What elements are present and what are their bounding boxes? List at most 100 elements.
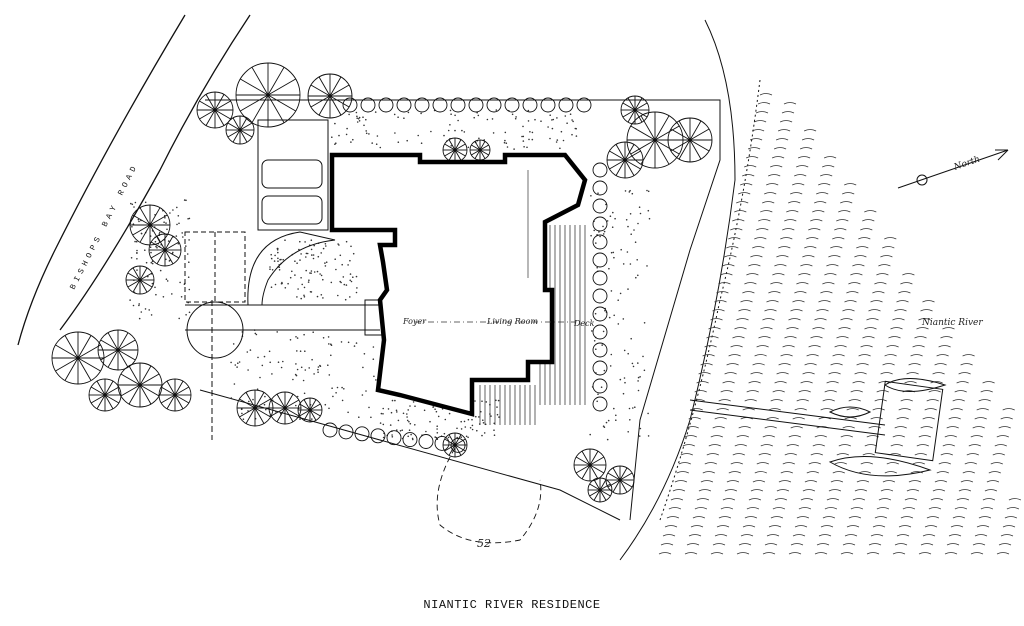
gravel-dot (560, 130, 563, 133)
entry-walk (185, 304, 380, 331)
tree-branch (149, 207, 161, 226)
gravel-dot (408, 420, 410, 423)
gravel-dot (140, 311, 143, 313)
gravel-dot (627, 352, 629, 355)
tree-branch (448, 434, 456, 446)
tree-branch (619, 472, 633, 481)
gravel-dot (136, 258, 138, 260)
shrub (338, 424, 354, 440)
gravel-dot (555, 141, 558, 143)
tree-branch (448, 139, 456, 151)
gravel-dot (310, 272, 312, 275)
gravel-dot (162, 296, 165, 298)
tree-branch (164, 249, 180, 259)
tree-branch (150, 241, 166, 251)
gravel-dot (182, 236, 184, 238)
gravel-dot (135, 240, 138, 243)
tree-branch (471, 149, 481, 156)
gravel-dot (297, 288, 299, 290)
gravel-dot (311, 254, 313, 256)
gravel-dot (185, 245, 187, 247)
gravel-dot (348, 113, 350, 116)
gravel-dot (319, 273, 321, 275)
shrub (342, 97, 358, 113)
shrub (576, 97, 592, 113)
boat-1 (884, 378, 947, 392)
shrub (432, 97, 448, 113)
shrub (370, 428, 386, 444)
shrub (592, 180, 608, 196)
tree-branch (329, 95, 350, 108)
deck-label: Deck (573, 319, 595, 328)
river-hatch-stroke (740, 183, 857, 186)
gravel-dot (630, 233, 632, 235)
tree-branch (240, 94, 269, 112)
gravel-dot (307, 281, 310, 283)
shrub (592, 360, 608, 376)
gravel-dot (356, 117, 359, 119)
gravel-dot (346, 127, 348, 130)
tree-branch (270, 407, 286, 417)
gravel-dot (271, 269, 274, 271)
gravel-dot (637, 222, 639, 225)
gravel-dot (590, 195, 592, 197)
tree-branch (267, 67, 285, 96)
gravel-dot (136, 252, 138, 254)
gravel-dot (454, 114, 456, 117)
shrub (592, 342, 608, 358)
tree-branch (622, 109, 636, 118)
tree-branch (609, 150, 626, 161)
tree-branch (240, 78, 269, 96)
gravel-dot (178, 317, 180, 320)
river-hatching (658, 93, 1022, 555)
gravel-dot (498, 416, 500, 418)
gravel-dot (571, 133, 573, 136)
gravel-dot (342, 276, 345, 278)
gravel-dot (242, 418, 245, 421)
gravel-dot (407, 409, 410, 411)
shrub (486, 97, 502, 113)
river-hatch-stroke (686, 426, 1011, 429)
gravel-dot (311, 418, 313, 420)
lot-line-bottom (199, 389, 621, 521)
gravel-dot (449, 109, 452, 112)
gravel-dot (531, 131, 534, 134)
gravel-dot (638, 435, 641, 437)
gravel-dot (627, 288, 629, 290)
gravel-dot (467, 418, 470, 421)
gravel-dot (382, 436, 385, 439)
gravel-dot (337, 294, 339, 297)
gravel-dot (414, 405, 416, 408)
gravel-dot (163, 221, 165, 223)
gravel-dot (305, 256, 307, 258)
north-label: North (952, 155, 982, 174)
tree-branch (117, 339, 136, 351)
gravel-dot (609, 365, 612, 367)
river-hatch-stroke (710, 318, 931, 321)
gravel-dot (256, 388, 259, 391)
gravel-dot (406, 413, 408, 415)
gravel-dot (345, 133, 348, 136)
tree-branch (678, 120, 691, 141)
shrub (592, 324, 608, 340)
gravel-dot (186, 253, 189, 255)
gravel-dot (303, 333, 305, 336)
gravel-dot (613, 314, 615, 317)
gravel-dot (188, 261, 190, 264)
gravel-dot (372, 346, 375, 348)
gravel-dot (629, 189, 631, 192)
tree-branch (267, 78, 296, 96)
gravel-dot (436, 432, 439, 434)
tree-branch (624, 144, 635, 161)
gravel-dot (352, 138, 354, 141)
tree-branch (612, 479, 621, 493)
tree-branch (454, 149, 466, 157)
gravel-dot (355, 342, 358, 344)
river-hatch-stroke (742, 174, 833, 177)
shrub (468, 97, 484, 113)
tree-branch (139, 279, 148, 293)
gravel-dot (473, 116, 476, 119)
tree-branch (479, 149, 486, 159)
gravel-dot (158, 233, 161, 235)
gravel-dot (596, 266, 598, 269)
